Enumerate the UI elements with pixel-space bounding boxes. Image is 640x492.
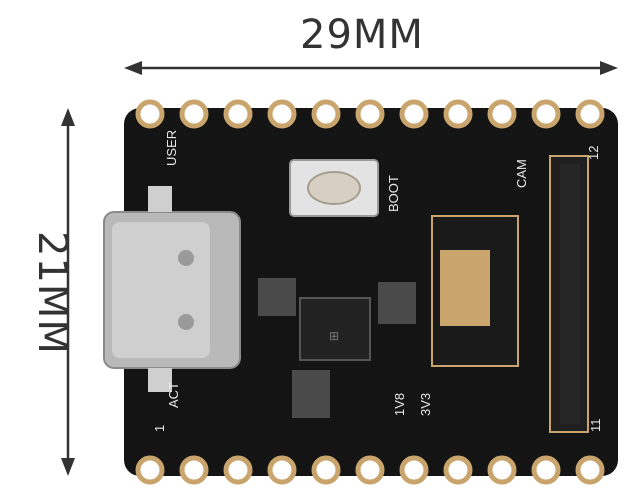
width-dimension-label: 29MM: [300, 12, 424, 58]
pad-bottom-9: [487, 455, 517, 485]
pad-bottom-5: [311, 455, 341, 485]
silk-pin1: 1: [152, 425, 167, 432]
silk-cam: CAM: [514, 159, 529, 188]
flash-chip-footprint: [431, 215, 519, 367]
pad-top-7: [399, 99, 429, 129]
pad-bottom-11: [575, 455, 605, 485]
pad-top-11: [575, 99, 605, 129]
inductor-2: [378, 282, 416, 324]
silk-pin12: 12: [586, 146, 601, 160]
castellated-pads: [135, 99, 605, 485]
cam-fpc-connector: [549, 155, 589, 433]
pad-bottom-3: [223, 455, 253, 485]
pad-top-4: [267, 99, 297, 129]
main-chip: ⊞: [299, 297, 371, 361]
silk-1v8: 1V8: [392, 393, 407, 416]
pad-bottom-1: [135, 455, 165, 485]
pad-bottom-7: [399, 455, 429, 485]
pad-top-2: [179, 99, 209, 129]
silk-boot: BOOT: [386, 175, 401, 212]
pad-top-1: [135, 99, 165, 129]
silk-user: USER: [164, 130, 179, 166]
svg-text:⊞: ⊞: [329, 329, 339, 343]
usb-c-connector: [103, 186, 241, 392]
pad-top-3: [223, 99, 253, 129]
boot-button: [289, 159, 379, 217]
inductor-3: [292, 370, 330, 418]
pad-top-9: [487, 99, 517, 129]
pad-top-6: [355, 99, 385, 129]
width-dimension-arrow: [124, 61, 618, 75]
silk-3v3: 3V3: [418, 393, 433, 416]
pad-bottom-8: [443, 455, 473, 485]
silk-act: ACT: [166, 382, 181, 408]
height-dimension-arrow: [61, 108, 75, 476]
pcb-board: [124, 108, 618, 476]
pad-top-8: [443, 99, 473, 129]
pad-bottom-6: [355, 455, 385, 485]
inductor-1: [258, 278, 296, 316]
pad-top-5: [311, 99, 341, 129]
pad-bottom-10: [531, 455, 561, 485]
silk-pin11: 11: [588, 419, 603, 433]
pad-bottom-4: [267, 455, 297, 485]
pad-top-10: [531, 99, 561, 129]
pad-bottom-2: [179, 455, 209, 485]
